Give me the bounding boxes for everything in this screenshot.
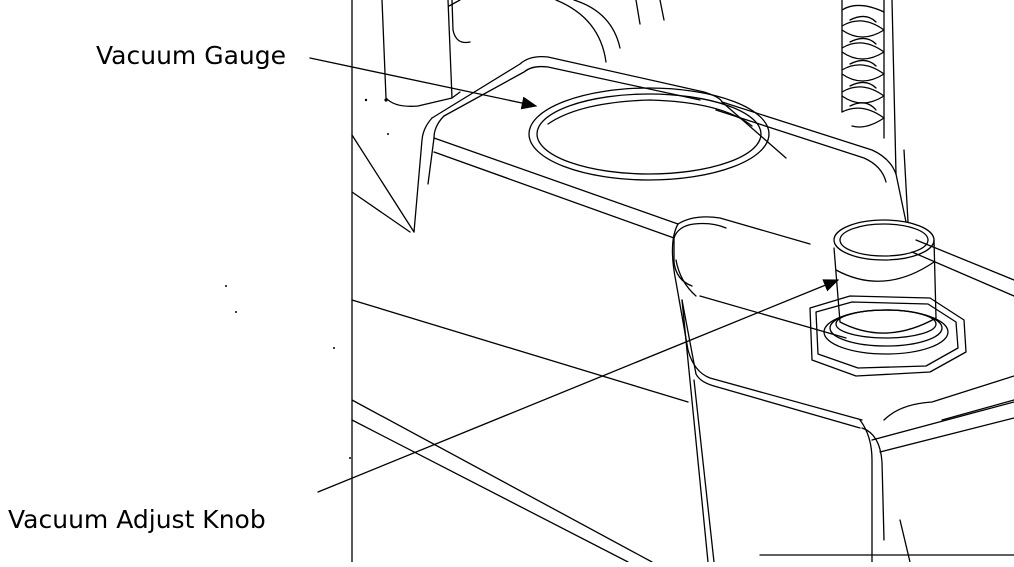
spring-coil [842, 0, 884, 138]
vacuum-adjust-knob-label: Vacuum Adjust Knob [8, 505, 266, 534]
top-pipe [556, 0, 664, 62]
housing-right [860, 240, 1014, 562]
knob-leader-line [318, 280, 840, 492]
vacuum-gauge-label: Vacuum Gauge [96, 41, 287, 70]
housing-left [352, 300, 714, 562]
vacuum-adjust-knob [810, 220, 966, 376]
gauge-leader-line [310, 58, 538, 110]
vacuum-gauge-opening [529, 88, 769, 180]
housing-top [352, 0, 908, 428]
drawing-dots [225, 98, 389, 459]
rear-post [382, 0, 470, 106]
